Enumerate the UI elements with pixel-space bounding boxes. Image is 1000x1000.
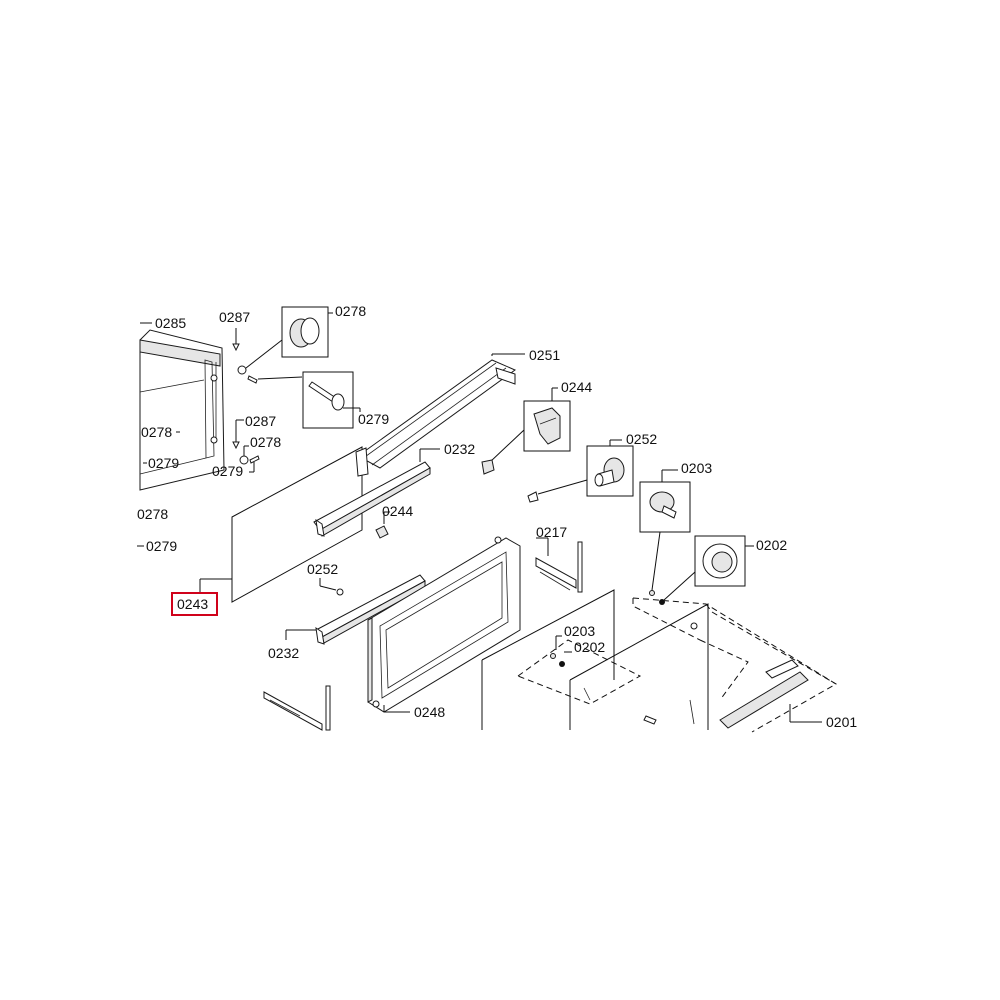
bottom-housing-0201 — [632, 597, 837, 733]
label-0287-top: 0287 — [219, 309, 250, 325]
label-0278-left: 0278 — [141, 424, 172, 440]
callout-0278-top: 0278 — [245, 303, 366, 369]
hinge-lower-left — [263, 685, 331, 731]
label-0251: 0251 — [529, 347, 560, 363]
label-0202-lower: 0202 — [574, 639, 605, 655]
label-0244-small: 0244 — [382, 503, 413, 519]
bracket-0232-lower — [285, 574, 426, 645]
glass-pane-0243 — [199, 446, 363, 603]
label-0248: 0248 — [414, 704, 445, 720]
label-0279-mid: 0279 — [212, 463, 243, 479]
callout-0279-top: 0279 — [302, 371, 389, 429]
callout-0203-upper — [639, 469, 691, 591]
label-0285: 0285 — [155, 315, 186, 331]
door-frame-part — [139, 329, 225, 491]
label-0252-lower: 0252 — [307, 561, 338, 577]
label-0217: 0217 — [536, 524, 567, 540]
highlight-box-0243 — [171, 592, 218, 616]
label-0278-top: 0278 — [335, 303, 366, 319]
top-rail-0251 — [355, 353, 525, 477]
door-frame-0248 — [367, 536, 521, 713]
clip-0244-small — [375, 511, 390, 539]
bracket-0232-upper — [313, 448, 440, 537]
callout-0252-upper — [537, 439, 634, 497]
label-0279-bottom-left: 0279 — [146, 538, 177, 554]
back-panel — [481, 589, 709, 730]
label-0252-upper: 0252 — [626, 431, 657, 447]
callout-0202-upper — [663, 535, 754, 601]
hinge-0217 — [535, 537, 583, 593]
label-0243: 0243 — [177, 596, 208, 612]
label-0287-mid: 0287 — [245, 413, 276, 429]
label-0278-bottom-left: 0278 — [137, 506, 168, 522]
callout-0244 — [489, 387, 571, 463]
label-0279-left: 0279 — [148, 455, 179, 471]
label-0202-upper: 0202 — [756, 537, 787, 553]
label-0203-lower: 0203 — [564, 623, 595, 639]
label-0201: 0201 — [826, 714, 857, 730]
label-0232-upper: 0232 — [444, 441, 475, 457]
label-0232-lower: 0232 — [268, 645, 299, 661]
label-0279-top: 0279 — [358, 411, 389, 427]
label-0203-upper: 0203 — [681, 460, 712, 476]
label-0278-mid: 0278 — [250, 434, 281, 450]
label-0244: 0244 — [561, 379, 592, 395]
